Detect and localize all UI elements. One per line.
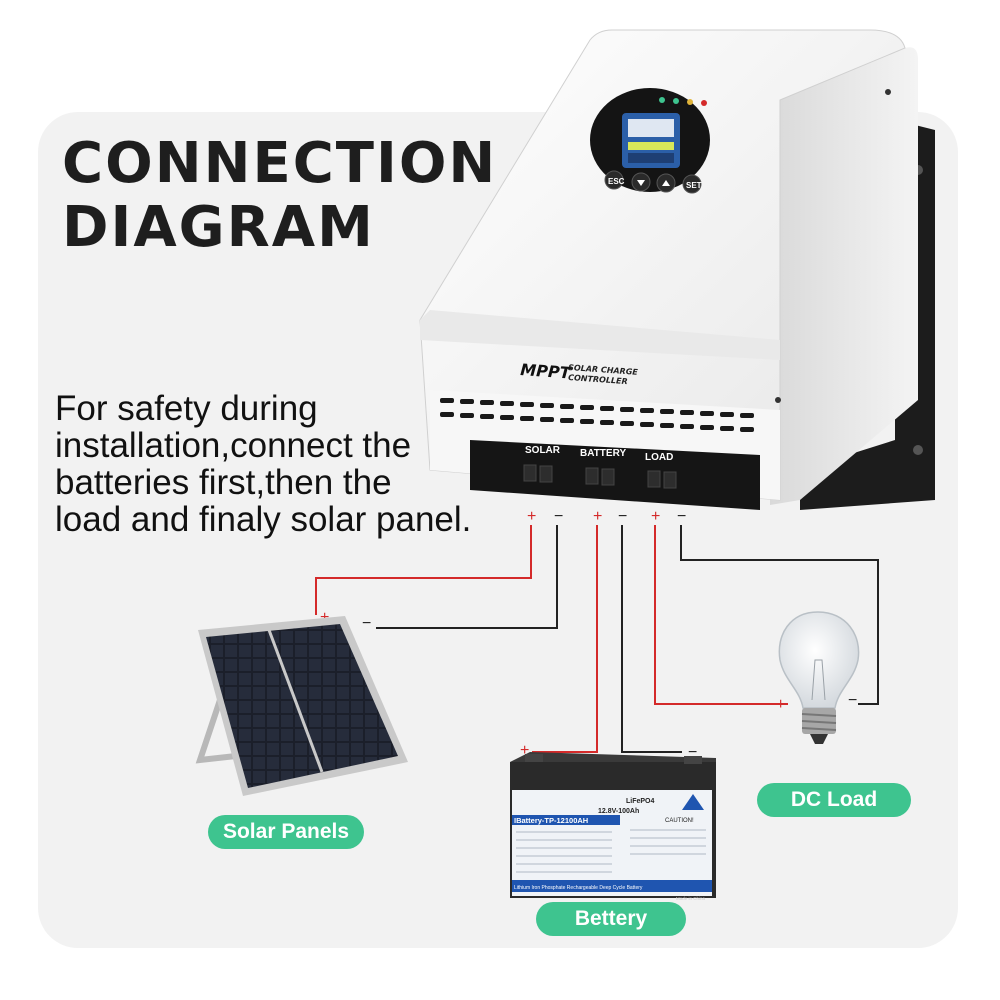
battery-spec-lines — [516, 829, 706, 873]
battery-plus-marker: + — [593, 508, 602, 525]
battery-top — [510, 752, 716, 762]
battery-terminal-negative — [684, 756, 702, 764]
screw-icon — [885, 89, 891, 95]
mount-hole-icon — [913, 445, 923, 455]
lcd-info — [628, 153, 674, 163]
panel-plus-marker: + — [320, 609, 329, 626]
load-plus-marker: + — [651, 508, 660, 525]
controller-side — [770, 47, 918, 505]
battery-minus-marker: − — [618, 508, 627, 525]
lcd-status-bar — [628, 142, 674, 150]
brand-mppt: MPPT — [520, 360, 573, 383]
down-arrow-icon — [637, 180, 645, 186]
note-line-2: installation,connect the — [55, 426, 412, 465]
solar-negative-wire — [376, 525, 558, 629]
lcd-readout — [628, 119, 674, 137]
port-label-battery: BATTERY — [580, 448, 626, 459]
solar-plus-marker: + — [527, 508, 536, 525]
battery-brand: IBattery-TP-12100AH — [514, 816, 588, 825]
title-line-2: DIAGRAM — [62, 195, 375, 260]
battery-term-minus-marker: − — [688, 744, 697, 761]
battery-rating: 12.8V-100Ah — [598, 808, 639, 815]
safety-note: For safety during installation,connect t… — [55, 390, 525, 538]
label-dc-load: DC Load — [757, 783, 911, 817]
battery-made-in: Made in China — [676, 896, 706, 901]
load-positive-wire — [654, 525, 788, 705]
vent-slots — [440, 398, 754, 432]
label-battery: Bettery — [536, 902, 686, 936]
led-indicators — [659, 97, 707, 106]
battery-negative-wire — [621, 525, 682, 753]
port-label-load: LOAD — [645, 452, 673, 463]
solar-panel — [195, 616, 408, 796]
panel-divider — [267, 629, 324, 773]
warning-icon — [682, 794, 704, 810]
battery: IBattery-TP-12100AH LiFePO4 12.8V-100Ah … — [510, 752, 716, 901]
solar-minus-marker: − — [554, 508, 563, 525]
page-title: CONNECTION DIAGRAM — [62, 132, 497, 260]
brand-subtitle-2: CONTROLLER — [568, 373, 628, 386]
battery-footer-text: Lithium Iron Phosphate Rechargeable Deep… — [514, 885, 643, 891]
charge-controller: SOLAR BATTERY LOAD ESC SET MPPT SOLAR CH… — [419, 29, 935, 510]
controller-bevel — [420, 310, 780, 360]
light-bulb — [778, 611, 860, 744]
port-label-solar: SOLAR — [525, 445, 561, 456]
battery-chemistry: LiFePO4 — [626, 798, 655, 805]
panel-stand — [195, 699, 246, 764]
battery-positive-wire — [532, 525, 598, 753]
wiring — [315, 525, 879, 753]
panel-cells — [206, 624, 398, 788]
esc-button — [604, 170, 624, 190]
set-button — [682, 174, 702, 194]
set-button-label: SET — [686, 181, 702, 190]
note-line-1: For safety during — [55, 389, 318, 428]
terminal-block — [470, 440, 760, 510]
terminal-screws — [523, 464, 677, 489]
battery-caution: CAUTION! — [665, 818, 694, 824]
bulb-filament — [811, 659, 826, 701]
battery-term-plus-marker: + — [520, 742, 529, 759]
battery-label — [512, 790, 712, 896]
battery-label-footer — [512, 880, 712, 892]
note-line-4: load and finaly solar panel. — [55, 500, 472, 539]
up-arrow-icon — [662, 180, 670, 186]
title-line-1: CONNECTION — [62, 131, 498, 196]
battery-label-stripe — [512, 815, 620, 825]
solar-positive-wire — [315, 525, 532, 615]
load-term-minus-marker: − — [848, 692, 857, 709]
note-line-3: batteries first,then the — [55, 463, 392, 502]
terminal-markers: + − + − + − + − + − + − — [320, 508, 857, 761]
esc-button-label: ESC — [608, 177, 625, 186]
bulb-contact — [810, 734, 828, 744]
load-negative-wire — [680, 525, 879, 705]
panel-minus-marker: − — [362, 615, 371, 632]
label-solar-panels: Solar Panels — [208, 815, 364, 849]
controller-front — [419, 29, 906, 501]
screw-icon — [775, 397, 781, 403]
battery-terminal-positive — [525, 754, 543, 762]
load-minus-marker: − — [677, 508, 686, 525]
bulb-threads — [801, 713, 837, 731]
